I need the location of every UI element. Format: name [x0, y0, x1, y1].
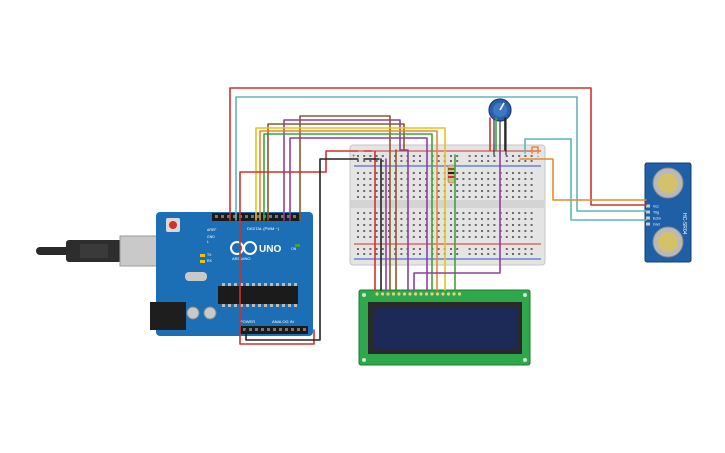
wires[interactable]	[229, 87, 647, 345]
power-label: POWER	[240, 319, 255, 324]
wire[interactable]	[289, 137, 428, 291]
potentiometer[interactable]	[488, 98, 512, 155]
plus-label: +	[352, 154, 356, 160]
wire[interactable]	[259, 130, 438, 291]
board-pcb	[156, 212, 313, 336]
wire[interactable]	[255, 127, 446, 291]
arduino-uno-board[interactable]: UNO ARDUINO DIGITAL (PWM ~) POWER ANALOG…	[36, 212, 313, 336]
sensor-pin-label: Echo	[653, 217, 661, 221]
analog-label: ANALOG IN	[272, 319, 294, 324]
atmega-chip	[218, 286, 298, 304]
sensor-pin-label: Trig	[653, 211, 659, 215]
wire[interactable]	[299, 115, 391, 291]
resistor[interactable]	[447, 164, 456, 184]
wire[interactable]	[245, 158, 359, 341]
breadboard[interactable]: + -	[349, 144, 546, 266]
wire[interactable]	[263, 133, 433, 291]
wire[interactable]	[531, 146, 539, 154]
lcd-screen	[373, 307, 517, 349]
lcd-16x2[interactable]	[358, 289, 531, 366]
power-jack	[150, 302, 186, 330]
wire[interactable]	[229, 87, 647, 221]
gnd-label: GND	[207, 235, 215, 239]
sensor-model: HC-SR04	[681, 213, 687, 235]
rx-label: RX	[207, 259, 213, 263]
wire[interactable]	[235, 96, 647, 221]
usb-cable[interactable]	[36, 240, 122, 262]
wire[interactable]	[239, 150, 359, 345]
arduino-logo	[230, 241, 257, 255]
wire[interactable]	[283, 119, 409, 291]
tx-label: TX	[207, 253, 212, 257]
brand-text: ARDUINO	[232, 256, 250, 261]
uno-logo-text: UNO	[259, 244, 281, 255]
wire[interactable]	[524, 138, 647, 221]
on-label: ON	[291, 247, 297, 251]
l-label: L	[207, 240, 209, 244]
sensor-pin-label: Gnd	[653, 223, 660, 227]
wire[interactable]	[519, 158, 647, 201]
aref-label: AREF	[207, 228, 216, 232]
wire[interactable]	[413, 149, 501, 291]
minus-label: -	[537, 154, 539, 160]
digital-label: DIGITAL (PWM ~)	[247, 226, 280, 231]
sensor-pin-label: Vcc	[653, 205, 659, 209]
